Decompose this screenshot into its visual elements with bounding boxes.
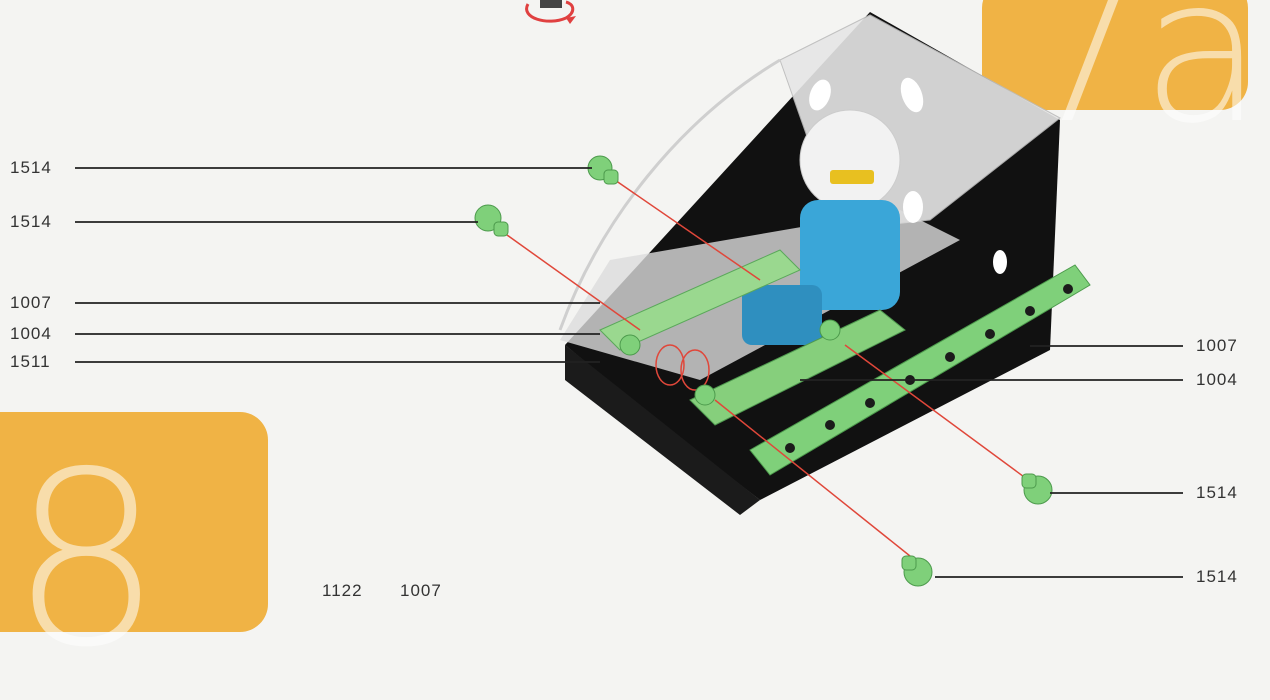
callout-label-right-1: 1007 [1196, 336, 1238, 356]
callout-label-right-3: 1514 [1196, 483, 1238, 503]
callout-label-left-3: 1007 [10, 293, 52, 313]
callout-label-right-4: 1514 [1196, 567, 1238, 587]
callout-label-left-1: 1514 [10, 158, 52, 178]
assembly-illustration [0, 0, 1270, 599]
callout-label-right-2: 1004 [1196, 370, 1238, 390]
rotate-arrow-icon [527, 0, 576, 24]
footer-part-2: 1007 [400, 581, 442, 601]
callout-label-left-4: 1004 [10, 324, 52, 344]
callout-label-left-5: 1511 [10, 352, 51, 372]
footer-part-1: 1122 [322, 581, 363, 601]
callout-label-left-2: 1514 [10, 212, 52, 232]
